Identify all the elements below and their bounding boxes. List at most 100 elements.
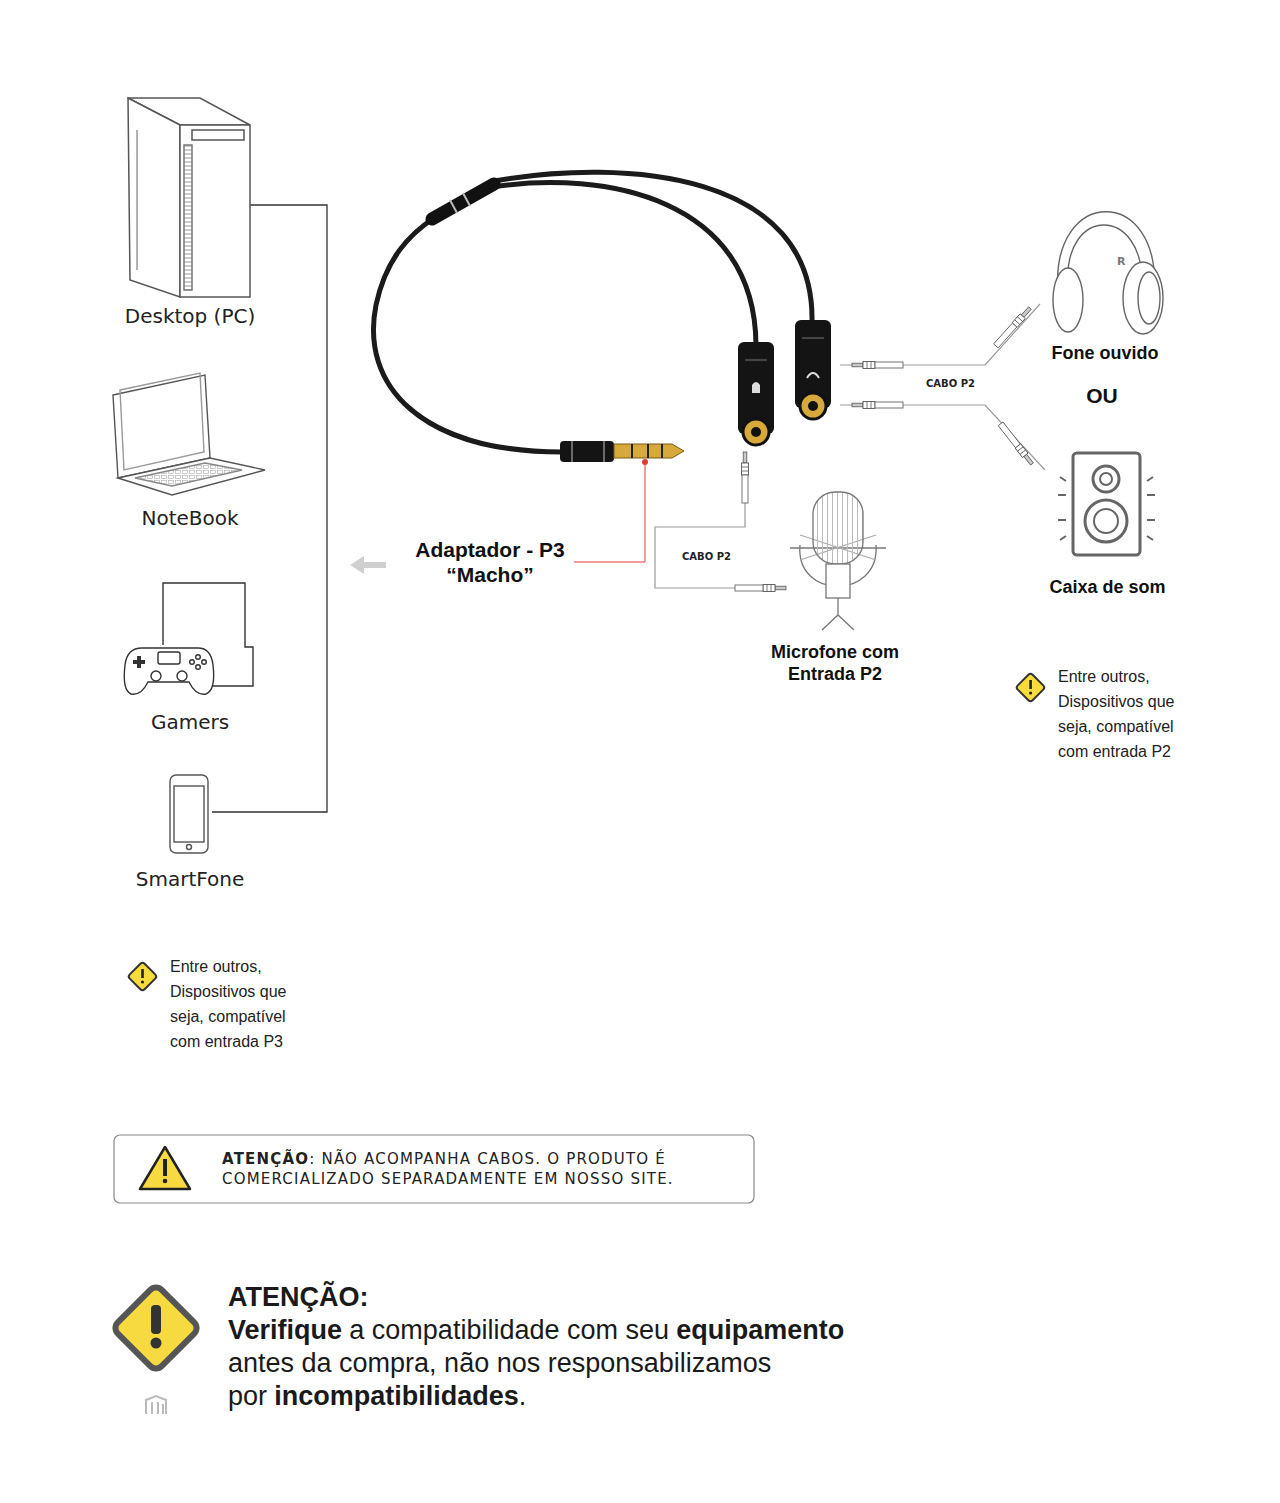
warning-shape (140, 1147, 190, 1189)
plug-band (647, 444, 649, 458)
phone-button (187, 845, 192, 850)
warning-dot (163, 1179, 168, 1184)
separator-word: OU (1070, 384, 1134, 408)
splitter-ring (463, 193, 470, 206)
plug-band (631, 444, 633, 458)
laptop-keyboard (135, 463, 242, 486)
warning-bar (1029, 680, 1032, 689)
desktop-icon (128, 98, 250, 297)
warning-dot (151, 1338, 162, 1349)
splitter-ring (450, 200, 457, 213)
brand-logo (146, 1396, 166, 1414)
phone-body (170, 775, 208, 853)
controller-pad (158, 652, 180, 664)
warning-diamond-small (1016, 673, 1046, 703)
warning-bar (141, 969, 144, 978)
speaker-icon (1058, 453, 1155, 555)
compatibility-note: Entre outros, Dispositivos que seja, com… (170, 954, 310, 1054)
notice-border (114, 1135, 754, 1203)
caption-block: Fone ouvido (1040, 342, 1170, 364)
cable-connector (840, 304, 1040, 365)
controller-button (196, 665, 201, 670)
arrow-head (350, 556, 364, 574)
speaker-box (1073, 453, 1140, 555)
plug-tip (614, 444, 684, 458)
adapter-cable (373, 172, 831, 462)
output-device-node: Fone ouvido (1040, 165, 1170, 370)
tweeter-center (1100, 473, 1112, 485)
warning-shape (112, 1284, 200, 1372)
smartphone-icon (170, 775, 208, 853)
notice-heading: ATENÇÃO (222, 1150, 309, 1168)
node-caption: NoteBook (141, 506, 238, 530)
headphone-icon (1053, 212, 1163, 334)
warning-bar (151, 1305, 161, 1334)
warning-block: ATENÇÃO:Verifiquea compatibilidade com s… (228, 1281, 844, 1413)
warning-line: porincompatibilidades. (228, 1380, 844, 1413)
edge-label: CABO P2 (924, 378, 977, 389)
sound-marks (1058, 477, 1155, 540)
caption-block: Caixa de som (1045, 576, 1170, 598)
tower-panel-line (136, 130, 138, 270)
warning-heading: ATENÇÃO: (228, 1282, 368, 1312)
mic-body (826, 564, 850, 598)
device-node: SmartFone (115, 770, 265, 895)
jack-socket (800, 393, 826, 419)
caption-block: NoteBook (110, 506, 270, 530)
device-node: Gamers (115, 580, 265, 735)
logo-strokes (146, 1396, 166, 1414)
cable-branch (492, 183, 756, 345)
headphone-symbol (807, 373, 819, 378)
warning-line: antes da compra, não nos responsabilizam… (228, 1347, 844, 1380)
ear-marking: R (1117, 255, 1125, 268)
plug-body (560, 441, 614, 462)
caption-block: Adaptador - P3 “Macho” (395, 537, 585, 587)
tower-side (128, 98, 180, 297)
cable-plug (742, 452, 749, 503)
laptop-bezel (120, 373, 204, 470)
tower-front (180, 125, 250, 297)
warning-shape (128, 962, 158, 992)
woofer (1085, 500, 1127, 542)
device-node: NoteBook (110, 370, 270, 535)
warning-dot (141, 980, 144, 983)
node-caption: Microfone com Entrada P2 (755, 641, 915, 685)
jack-ring (802, 338, 824, 339)
cable-plug (993, 306, 1032, 349)
caption-block: SmartFone (115, 867, 265, 891)
warning-text: por (228, 1381, 267, 1411)
mic-symbol (752, 382, 760, 393)
arrow-shaft (362, 562, 386, 568)
caption-block: Gamers (115, 710, 265, 734)
warning-diamond-large (112, 1284, 200, 1372)
jack-ring (745, 360, 767, 361)
leader-line (574, 462, 645, 562)
ear-cup (1053, 268, 1083, 332)
ear-cup (1123, 262, 1163, 334)
notice-box: ATENÇÃO: NÃO ACOMPANHA CABOS. O PRODUTO … (114, 1135, 754, 1203)
warning-diamond-small (128, 962, 158, 992)
warning-text: . (519, 1381, 527, 1411)
leader-dot (642, 459, 648, 465)
tweeter (1093, 466, 1119, 492)
microphone-node: Microfone com Entrada P2 (755, 485, 915, 695)
controller-body (124, 648, 213, 694)
adapter-node: Adaptador - P3 “Macho” (360, 160, 840, 460)
edge-label: CABO P2 (680, 551, 733, 562)
cable-connector (840, 405, 1045, 470)
controller-button (202, 660, 207, 665)
warning-text: a compatibilidade com seu (349, 1315, 669, 1345)
node-caption: Fone ouvido (1052, 342, 1159, 364)
cable-plug (852, 402, 903, 409)
device-node: Desktop (PC) (115, 90, 265, 335)
tower-ports (192, 130, 244, 140)
cable-plug (735, 585, 786, 592)
warning-bar (163, 1159, 167, 1176)
tower-vents (184, 145, 192, 290)
controller-stick (177, 671, 187, 681)
direction-arrow (350, 556, 386, 574)
jack-hole (751, 427, 761, 437)
cable-branch (494, 172, 812, 322)
plug-ring (603, 441, 605, 462)
